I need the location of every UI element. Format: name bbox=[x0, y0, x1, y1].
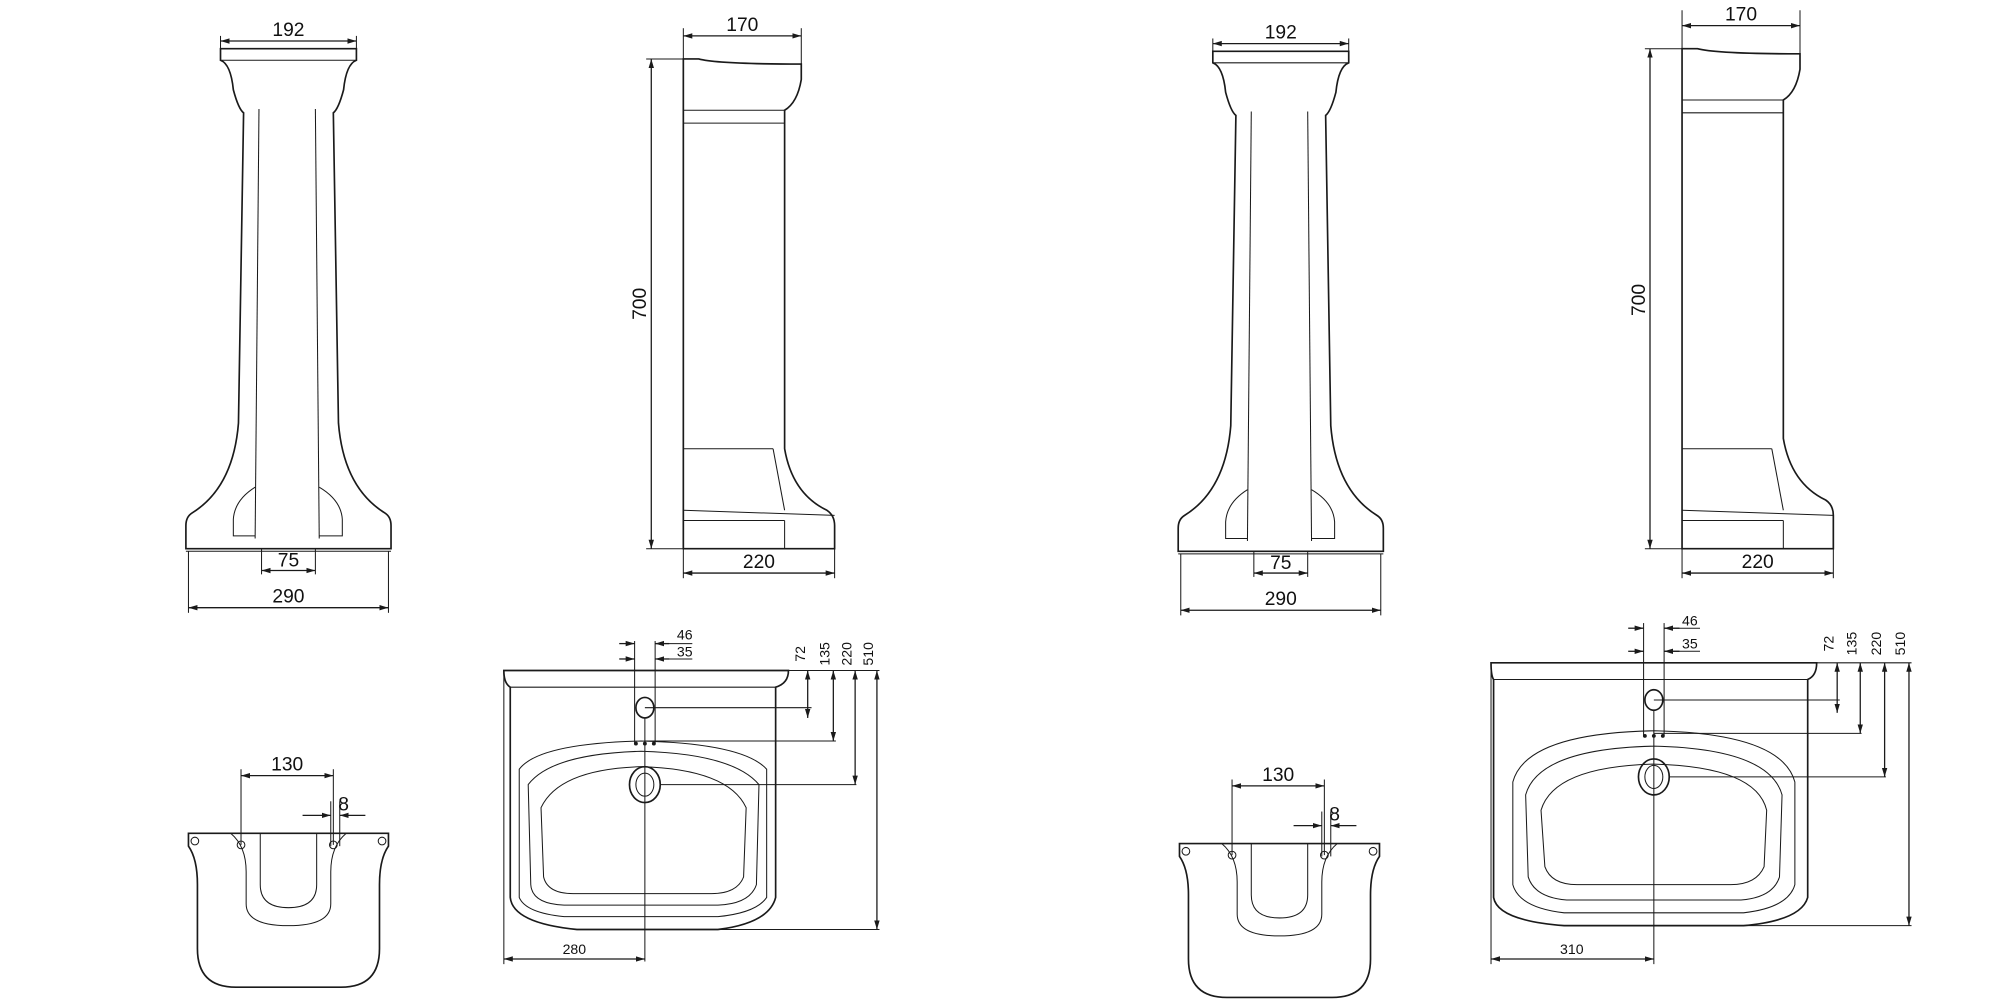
dim-top-width: 192 bbox=[272, 20, 304, 41]
dim-46: 46 bbox=[677, 627, 693, 643]
dim-height: 700 bbox=[1629, 284, 1650, 316]
dim-foot-gap: 75 bbox=[278, 551, 299, 572]
dim-hole-spacing: 130 bbox=[1262, 765, 1294, 786]
dim-base-width: 290 bbox=[272, 587, 304, 608]
pedestal-front-view-1: 192 75 290 bbox=[185, 20, 392, 613]
dim-base-depth: 220 bbox=[1742, 552, 1774, 573]
dim-offset: 8 bbox=[1329, 805, 1340, 826]
dim-base-width: 290 bbox=[1265, 589, 1297, 610]
basin-plan-view-1: 46 35 72 135 220 510 280 bbox=[503, 627, 880, 965]
dim-offset: 8 bbox=[338, 794, 349, 815]
pedestal-front-view-2: 192 75 290 bbox=[1177, 22, 1385, 616]
dim-half-width: 280 bbox=[563, 941, 587, 957]
dim-72: 72 bbox=[792, 646, 808, 662]
dim-top-depth: 170 bbox=[1725, 5, 1757, 26]
dim-220: 220 bbox=[1868, 632, 1884, 656]
dim-top-width: 192 bbox=[1265, 22, 1297, 43]
dim-135: 135 bbox=[816, 642, 832, 666]
pedestal-side-view-2: 700 170 220 bbox=[1629, 5, 1835, 579]
dim-35: 35 bbox=[1682, 636, 1698, 652]
dim-base-depth: 220 bbox=[743, 552, 775, 573]
dim-46: 46 bbox=[1682, 613, 1698, 629]
dim-half-width: 310 bbox=[1560, 941, 1584, 957]
dim-top-depth: 170 bbox=[726, 15, 758, 36]
dim-510: 510 bbox=[1892, 632, 1908, 656]
dim-72: 72 bbox=[1820, 636, 1836, 652]
dim-height: 700 bbox=[630, 288, 651, 320]
dim-135: 135 bbox=[1843, 632, 1859, 656]
basin-plan-view-2: 46 35 72 135 220 510 310 bbox=[1490, 613, 1912, 965]
dim-220: 220 bbox=[838, 642, 854, 666]
semi-pedestal-top-view-2: 130 8 bbox=[1178, 765, 1381, 999]
dim-510: 510 bbox=[860, 642, 876, 666]
dim-foot-gap: 75 bbox=[1270, 553, 1291, 574]
semi-pedestal-top-view-1: 130 8 bbox=[187, 755, 390, 989]
dim-35: 35 bbox=[677, 643, 693, 659]
dim-hole-spacing: 130 bbox=[271, 755, 303, 776]
pedestal-side-view-1: 700 170 220 bbox=[630, 15, 836, 579]
